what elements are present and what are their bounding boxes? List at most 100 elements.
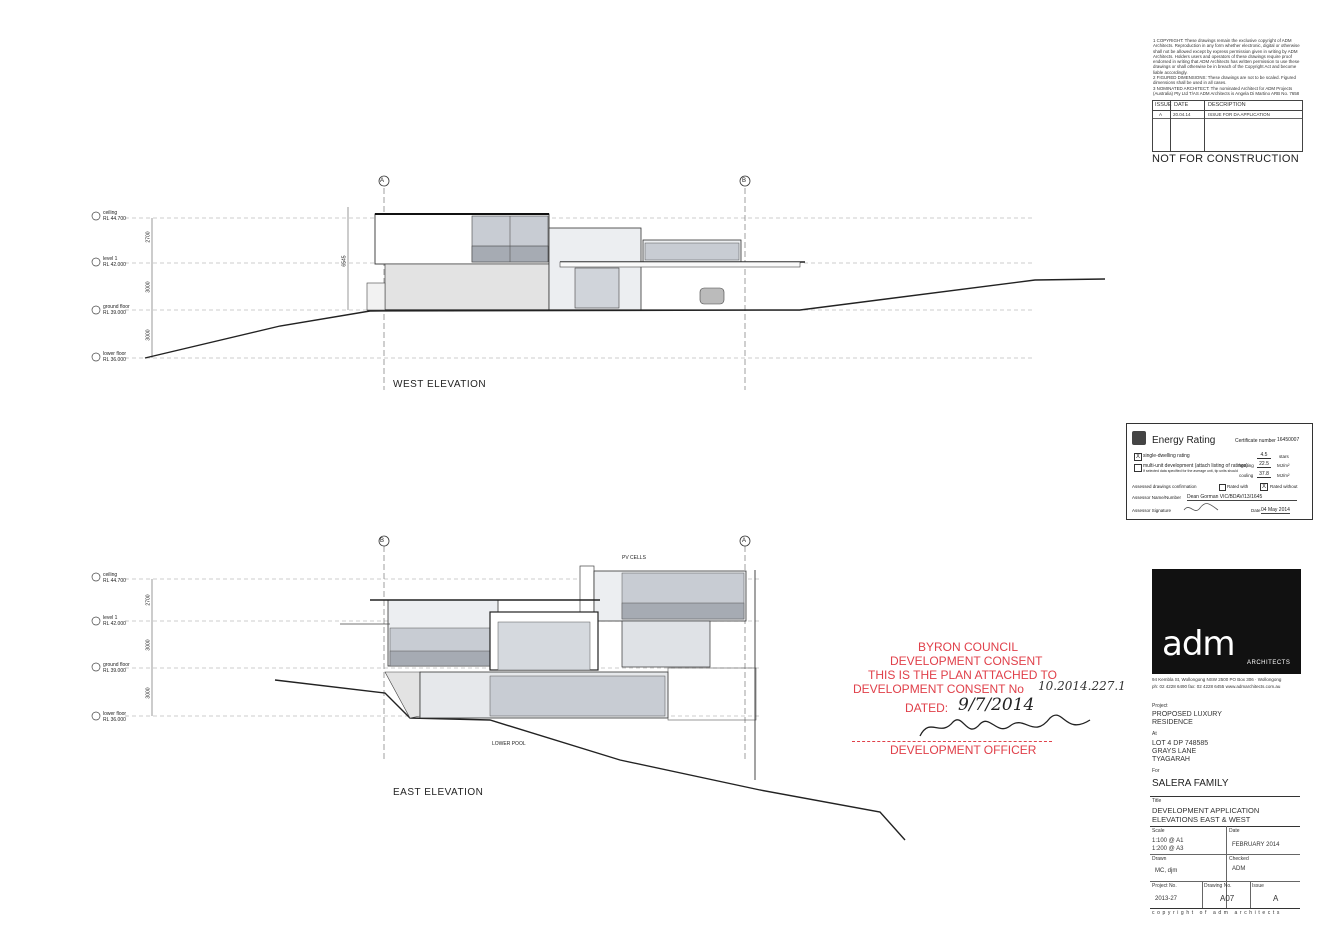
title-line-1: DEVELOPMENT APPLICATION	[1152, 806, 1260, 815]
east-dim-3: 3000	[145, 687, 152, 699]
west-grid-b: B	[742, 178, 747, 184]
project-no-label: Project No.	[1152, 883, 1177, 889]
stamp-line-officer: DEVELOPMENT OFFICER	[890, 743, 1037, 757]
east-elevation-title: EAST ELEVATION	[393, 787, 484, 798]
assessor-label: Assessor Name/Number	[1132, 495, 1182, 500]
energy-title: Energy Rating	[1152, 435, 1216, 446]
drawn-label: Drawn	[1152, 856, 1167, 862]
issue-table: ISSUE DATE DESCRIPTION A 20.04.14 ISSUE …	[1152, 100, 1303, 152]
checked-label: Checked	[1229, 856, 1249, 862]
lower-pool-label: LOWER POOL	[492, 741, 526, 747]
stamp-line-consent-no: DEVELOPMENT CONSENT No	[853, 682, 1024, 696]
project-no-value: 2013-27	[1155, 896, 1178, 902]
rated-with-label: Rated with	[1227, 484, 1249, 489]
logo-mark: adm	[1162, 624, 1236, 664]
rated-without-checkbox: X	[1260, 483, 1268, 491]
east-dim-1: 2700	[145, 594, 152, 606]
note-architect: 3 NOMINATED ARCHITECT: The nominated Arc…	[1153, 85, 1300, 96]
stamp-line-consent: DEVELOPMENT CONSENT	[890, 654, 1043, 668]
logo-address: 94 Kembla St, Wollongong NSW 2500 PO Box…	[1152, 677, 1282, 682]
scale-label: Scale	[1152, 828, 1165, 834]
date-label: Date	[1229, 828, 1240, 834]
cooling-label: cooling	[1239, 473, 1254, 478]
issue-value: A	[1273, 894, 1279, 903]
copyright-notes: 1 COPYRIGHT: These drawings remain the e…	[1153, 38, 1303, 96]
assessor-date-label: Date	[1251, 508, 1261, 513]
issue-row-date: 20.04.14	[1173, 112, 1191, 117]
east-dim-2: 3000	[145, 639, 152, 651]
stamp-consent-number: 10.2014.227.1	[1038, 679, 1126, 693]
cooling-value: 37.8	[1257, 471, 1271, 478]
title-label: Title	[1152, 798, 1162, 804]
town-value: TYAGARAH	[1152, 756, 1190, 763]
scale-value-1: 1:100 @ A1	[1152, 838, 1184, 844]
scale-value-2: 1:200 @ A3	[1152, 846, 1184, 852]
issue-header-date: DATE	[1174, 102, 1189, 108]
for-label: For	[1152, 768, 1160, 774]
adm-logo: adm ARCHITECTS	[1152, 569, 1301, 674]
checked-value: ADM	[1232, 866, 1246, 872]
assessor-signature-icon	[1183, 503, 1219, 511]
multi-unit-label: multi-unit development (attach listing o…	[1143, 463, 1248, 469]
rated-without-label: Rated without	[1270, 484, 1298, 489]
stamp-dated-value: 9/7/2014	[958, 695, 1035, 715]
logo-contact: ph: 02 4228 6490 fax: 02 4228 6455 www.a…	[1152, 684, 1281, 689]
multi-unit-note: If selected data specified for the avera…	[1143, 469, 1238, 473]
west-grid-a: A	[380, 178, 385, 184]
west-dim-1: 2700	[145, 231, 152, 243]
road-value: GRAYS LANE	[1152, 748, 1197, 755]
lot-value: LOT 4 DP 748585	[1152, 740, 1209, 747]
energy-rating-box: Energy Rating Certificate number 1645000…	[1126, 423, 1313, 520]
drawing-no-value: A07	[1220, 894, 1235, 903]
not-for-construction: NOT FOR CONSTRUCTION	[1152, 153, 1299, 165]
heating-value: 22.5	[1257, 461, 1271, 468]
west-dim-2: 3000	[145, 281, 152, 293]
assessed-label: Assessed drawings confirmation	[1132, 484, 1197, 489]
stamp-signature-icon	[919, 714, 1091, 737]
stamp-line-attached: THIS IS THE PLAN ATTACHED TO	[868, 668, 1057, 682]
stamp-line-council: BYRON COUNCIL	[918, 640, 1019, 654]
cooling-unit: MJ/m²	[1277, 473, 1290, 478]
assessor-value: Dean Gorman VIC/BDAV/13/1645	[1187, 494, 1297, 501]
drawn-value: MC, djm	[1155, 868, 1178, 874]
multi-unit-checkbox	[1134, 464, 1142, 472]
project-value: PROPOSED LUXURY RESIDENCE	[1152, 711, 1222, 726]
stars-unit: stars	[1279, 454, 1289, 459]
single-dwelling-label: single-dwelling rating	[1143, 453, 1190, 459]
stars-value: 4.5	[1257, 452, 1271, 459]
logo-sub: ARCHITECTS	[1247, 660, 1291, 666]
drawing-no-label: Drawing No.	[1204, 883, 1232, 889]
pv-cells-label: PV CELLS	[622, 555, 646, 561]
west-dim-total: 6545	[341, 255, 348, 267]
energy-cert-label: Certificate number	[1235, 438, 1276, 444]
west-elevation-title: WEST ELEVATION	[393, 379, 487, 390]
energy-logo-icon	[1132, 431, 1146, 445]
issue-header-issue: ISSUE	[1155, 102, 1172, 108]
heating-unit: MJ/m²	[1277, 463, 1290, 468]
title-line-2: ELEVATIONS EAST & WEST	[1152, 815, 1251, 824]
single-dwelling-checkbox: X	[1134, 453, 1142, 461]
issue-row-description: ISSUE FOR DA APPLICATION	[1208, 112, 1270, 117]
signature-label: Assessor Signature	[1132, 508, 1172, 513]
at-label: At	[1152, 731, 1157, 737]
heating-label: heating	[1239, 463, 1254, 468]
issue-header-description: DESCRIPTION	[1208, 102, 1246, 108]
stamp-dated-label: DATED:	[905, 701, 949, 715]
rated-with-checkbox	[1219, 484, 1226, 491]
east-grid-b: B	[380, 538, 385, 544]
date-value: FEBRUARY 2014	[1232, 842, 1280, 848]
stamp-signature-line	[852, 741, 1052, 742]
issue-label: Issue	[1252, 883, 1264, 889]
project-label: Project	[1152, 703, 1168, 709]
energy-cert-no: 16450007	[1277, 437, 1300, 443]
